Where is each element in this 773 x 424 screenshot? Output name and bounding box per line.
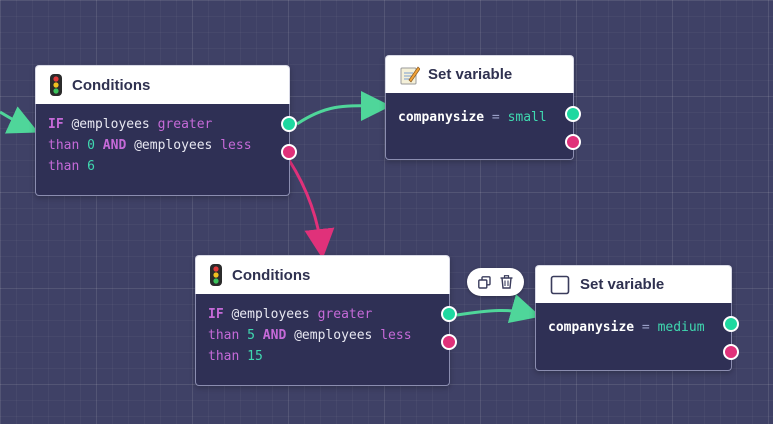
- variable-ref: @employees: [294, 328, 373, 343]
- connection-cond1-true-to-set1[interactable]: [296, 90, 391, 126]
- operator: than: [48, 159, 80, 174]
- delete-button[interactable]: [500, 275, 514, 289]
- expression-line-3: than 6: [48, 156, 277, 177]
- and-keyword: AND: [262, 328, 287, 343]
- node-header[interactable]: Set variable: [385, 55, 574, 93]
- error-output-port[interactable]: [723, 344, 739, 360]
- node-title: Set variable: [428, 66, 513, 83]
- assignment-expression[interactable]: companysize = small: [385, 93, 574, 160]
- duplicate-icon: [478, 275, 491, 289]
- variable-ref: @employees: [71, 117, 150, 132]
- assigned-value: small: [507, 110, 547, 125]
- number-value: 6: [87, 159, 95, 174]
- incoming-connection[interactable]: [0, 106, 39, 134]
- output-port[interactable]: [723, 316, 739, 332]
- set-variable-node-2[interactable]: Set variable companysize = medium: [535, 265, 739, 371]
- operator: than: [208, 349, 240, 364]
- expression-line-2: than 5 AND @employees less: [208, 325, 437, 346]
- number-value: 5: [247, 328, 255, 343]
- node-title: Set variable: [580, 276, 665, 293]
- expression-line-1: IF @employees greater: [208, 304, 437, 325]
- number-value: 15: [247, 349, 263, 364]
- node-header[interactable]: Set variable: [535, 265, 732, 303]
- equals-sign: =: [491, 110, 500, 125]
- variable-name: companysize: [548, 320, 635, 335]
- node-header[interactable]: Conditions: [195, 255, 450, 294]
- connection-cond1-false-to-cond2[interactable]: [287, 159, 335, 259]
- node-title: Conditions: [72, 76, 151, 94]
- expression-line-2: than 0 AND @employees less: [48, 135, 277, 156]
- variable-ref: @employees: [134, 138, 213, 153]
- condition-expression[interactable]: IF @employees greater than 5 AND @employ…: [195, 294, 450, 386]
- operator: less: [380, 328, 412, 343]
- set-variable-node-1[interactable]: Set variable companysize = small: [385, 55, 581, 160]
- node-title: Conditions: [232, 266, 311, 284]
- number-value: 0: [87, 138, 95, 153]
- traffic-light-icon: [50, 74, 62, 96]
- expression-line-3: than 15: [208, 346, 437, 367]
- true-output-port[interactable]: [441, 306, 457, 322]
- node-header[interactable]: Conditions: [35, 65, 290, 104]
- operator: greater: [317, 307, 373, 322]
- variable-ref: @employees: [231, 307, 310, 322]
- condition-expression[interactable]: IF @employees greater than 0 AND @employ…: [35, 104, 290, 196]
- memo-icon: [400, 65, 420, 84]
- assigned-value: medium: [657, 320, 705, 335]
- duplicate-button[interactable]: [478, 275, 492, 289]
- operator: than: [208, 328, 240, 343]
- conditions-node-2[interactable]: Conditions IF @employees greater than 5 …: [195, 255, 457, 386]
- output-port[interactable]: [565, 106, 581, 122]
- and-keyword: AND: [102, 138, 127, 153]
- trash-icon: [500, 275, 513, 289]
- connection-cond2-true-to-set2[interactable]: [456, 294, 541, 323]
- if-keyword: IF: [48, 117, 64, 132]
- error-output-port[interactable]: [565, 134, 581, 150]
- variable-name: companysize: [398, 110, 485, 125]
- assignment-expression[interactable]: companysize = medium: [535, 303, 732, 371]
- node-toolbar: [467, 268, 524, 296]
- checkbox-icon[interactable]: [550, 275, 570, 295]
- false-output-port[interactable]: [281, 144, 297, 160]
- conditions-node-1[interactable]: Conditions IF @employees greater than 0 …: [35, 65, 297, 196]
- operator: less: [220, 138, 252, 153]
- operator: greater: [157, 117, 213, 132]
- if-keyword: IF: [208, 307, 224, 322]
- traffic-light-icon: [210, 264, 222, 286]
- true-output-port[interactable]: [281, 116, 297, 132]
- expression-line-1: IF @employees greater: [48, 114, 277, 135]
- false-output-port[interactable]: [441, 334, 457, 350]
- operator: than: [48, 138, 80, 153]
- equals-sign: =: [641, 320, 650, 335]
